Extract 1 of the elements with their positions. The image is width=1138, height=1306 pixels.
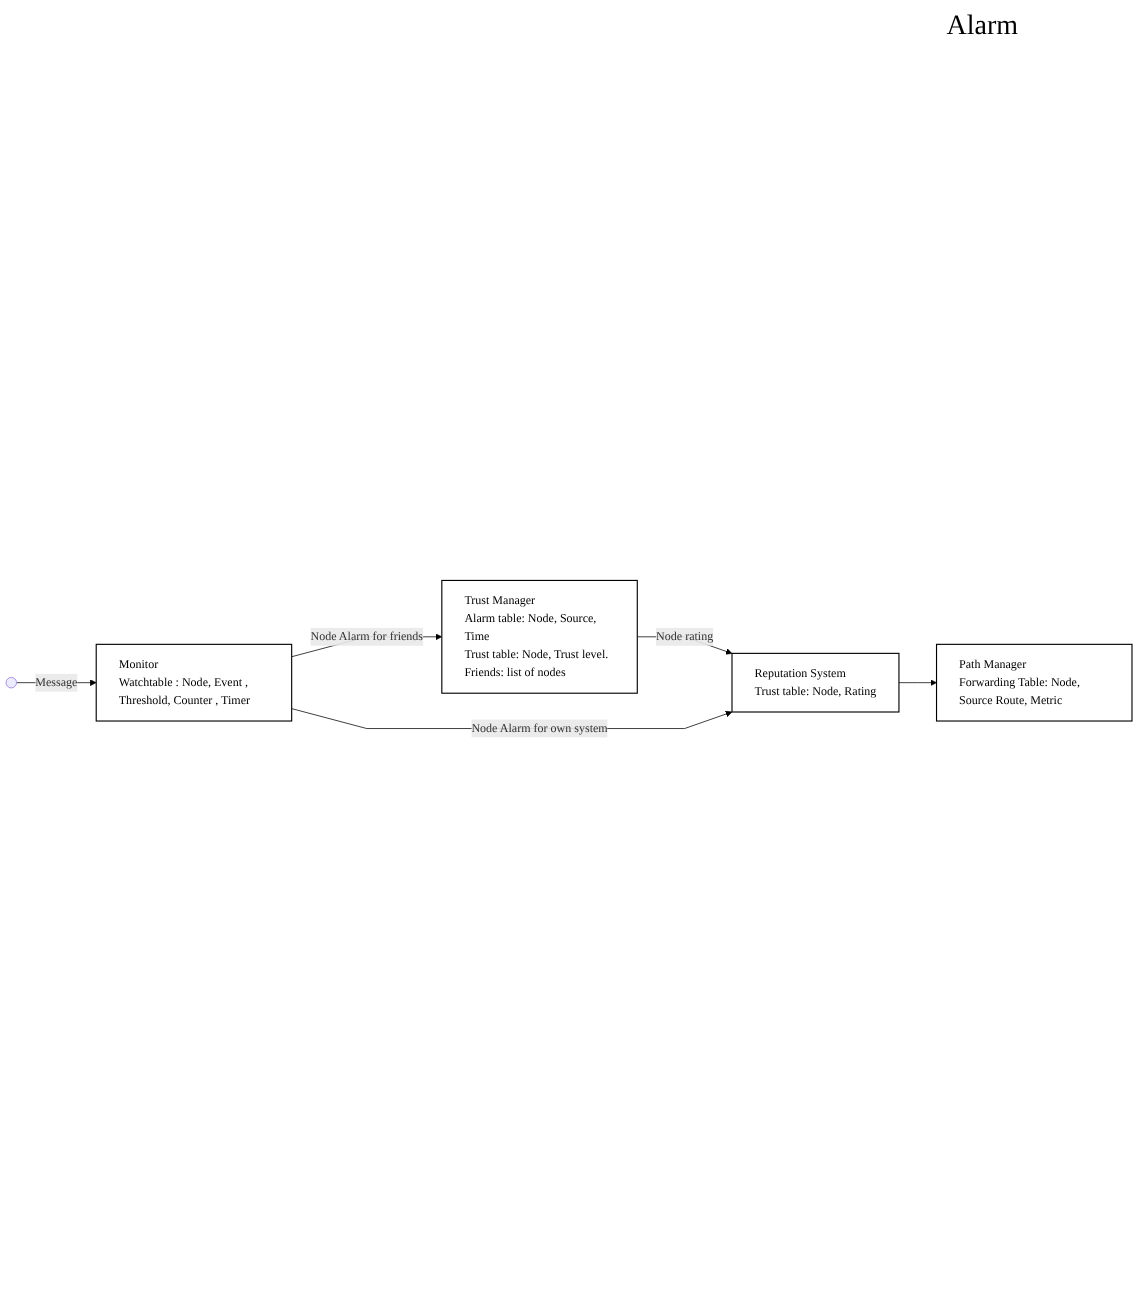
note-text: Alarm — [944, 12, 1018, 44]
